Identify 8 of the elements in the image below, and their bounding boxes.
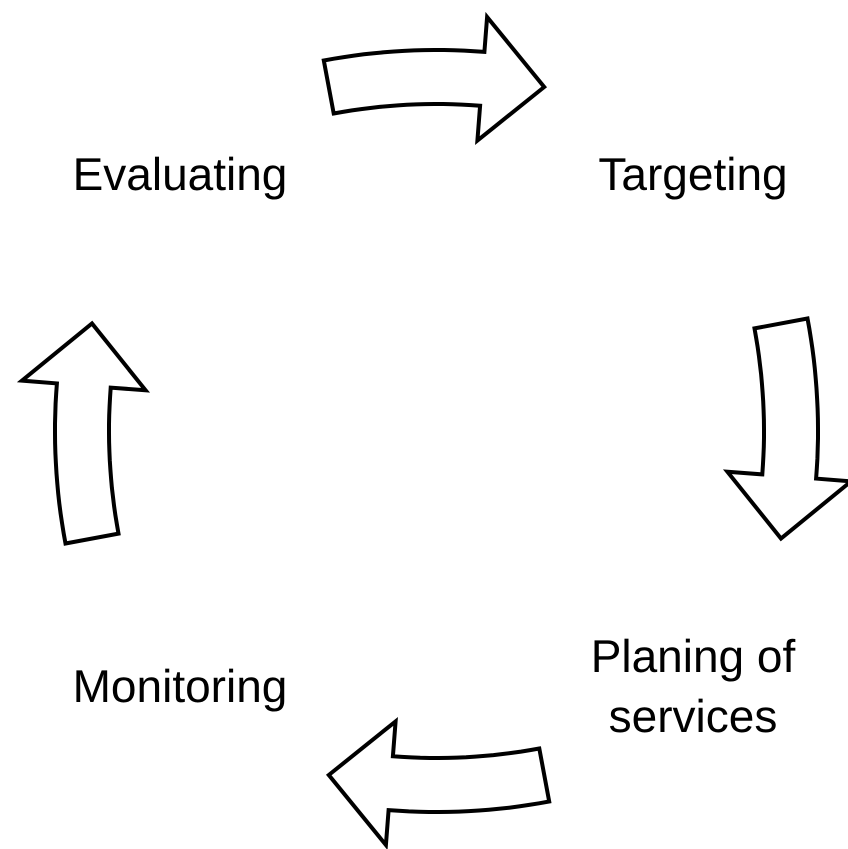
step-label: Planing of services [590, 629, 796, 744]
block-arrow [16, 320, 150, 546]
block-arrow [321, 12, 548, 146]
step-label: Targeting [597, 147, 789, 202]
step-label: Evaluating [72, 147, 288, 202]
block-arrow [722, 316, 848, 542]
block-arrow [326, 716, 552, 849]
step-label: Monitoring [72, 659, 288, 714]
